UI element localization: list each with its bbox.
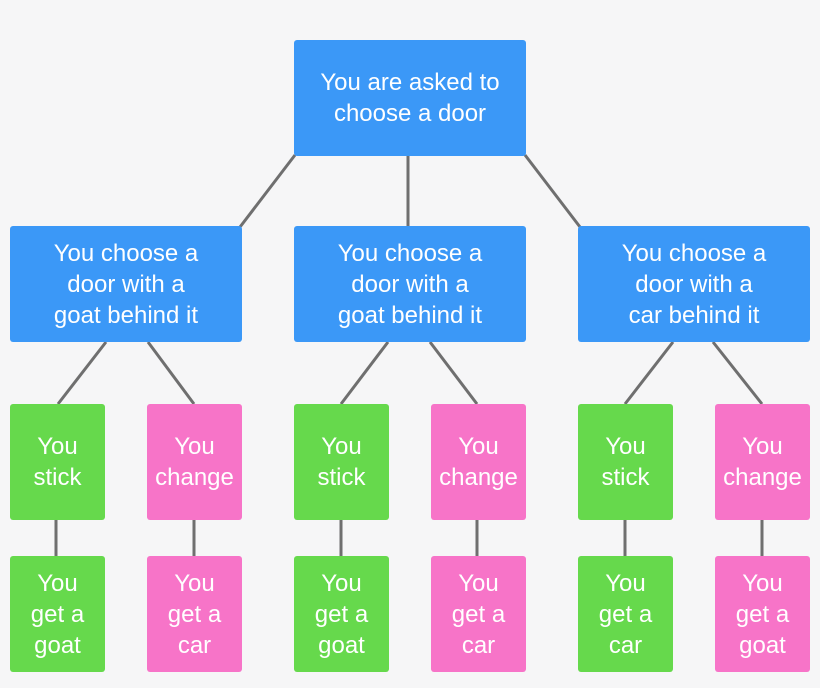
connector-choice-3-to-change <box>711 341 764 405</box>
outcome-node-stick-1: You get a goat <box>10 556 105 672</box>
choice-node-3: You choose a door with a car behind it <box>578 226 810 342</box>
choice-node-2: You choose a door with a goat behind it <box>294 226 526 342</box>
outcome-node-change-3: You get a goat <box>715 556 810 672</box>
stick-node-2: You stick <box>294 404 389 520</box>
change-node-2: You change <box>431 404 526 520</box>
outcome-node-change-1: You get a car <box>147 556 242 672</box>
outcome-node-stick-2: You get a goat <box>294 556 389 672</box>
root-node: You are asked to choose a door <box>294 40 526 156</box>
connector-choice-2-to-stick <box>339 341 390 405</box>
connector-choice-2-to-change <box>428 341 479 405</box>
outcome-node-stick-3: You get a car <box>578 556 673 672</box>
change-node-1: You change <box>147 404 242 520</box>
stick-node-1: You stick <box>10 404 105 520</box>
connector-choice-3-to-stick <box>623 341 675 405</box>
change-node-3: You change <box>715 404 810 520</box>
outcome-node-change-2: You get a car <box>431 556 526 672</box>
stick-node-3: You stick <box>578 404 673 520</box>
connector-root-to-choice-3 <box>523 154 582 228</box>
choice-node-1: You choose a door with a goat behind it <box>10 226 242 342</box>
connector-root-to-choice-1 <box>238 154 297 228</box>
connector-choice-1-to-change <box>146 341 196 405</box>
connector-choice-1-to-stick <box>56 341 108 405</box>
